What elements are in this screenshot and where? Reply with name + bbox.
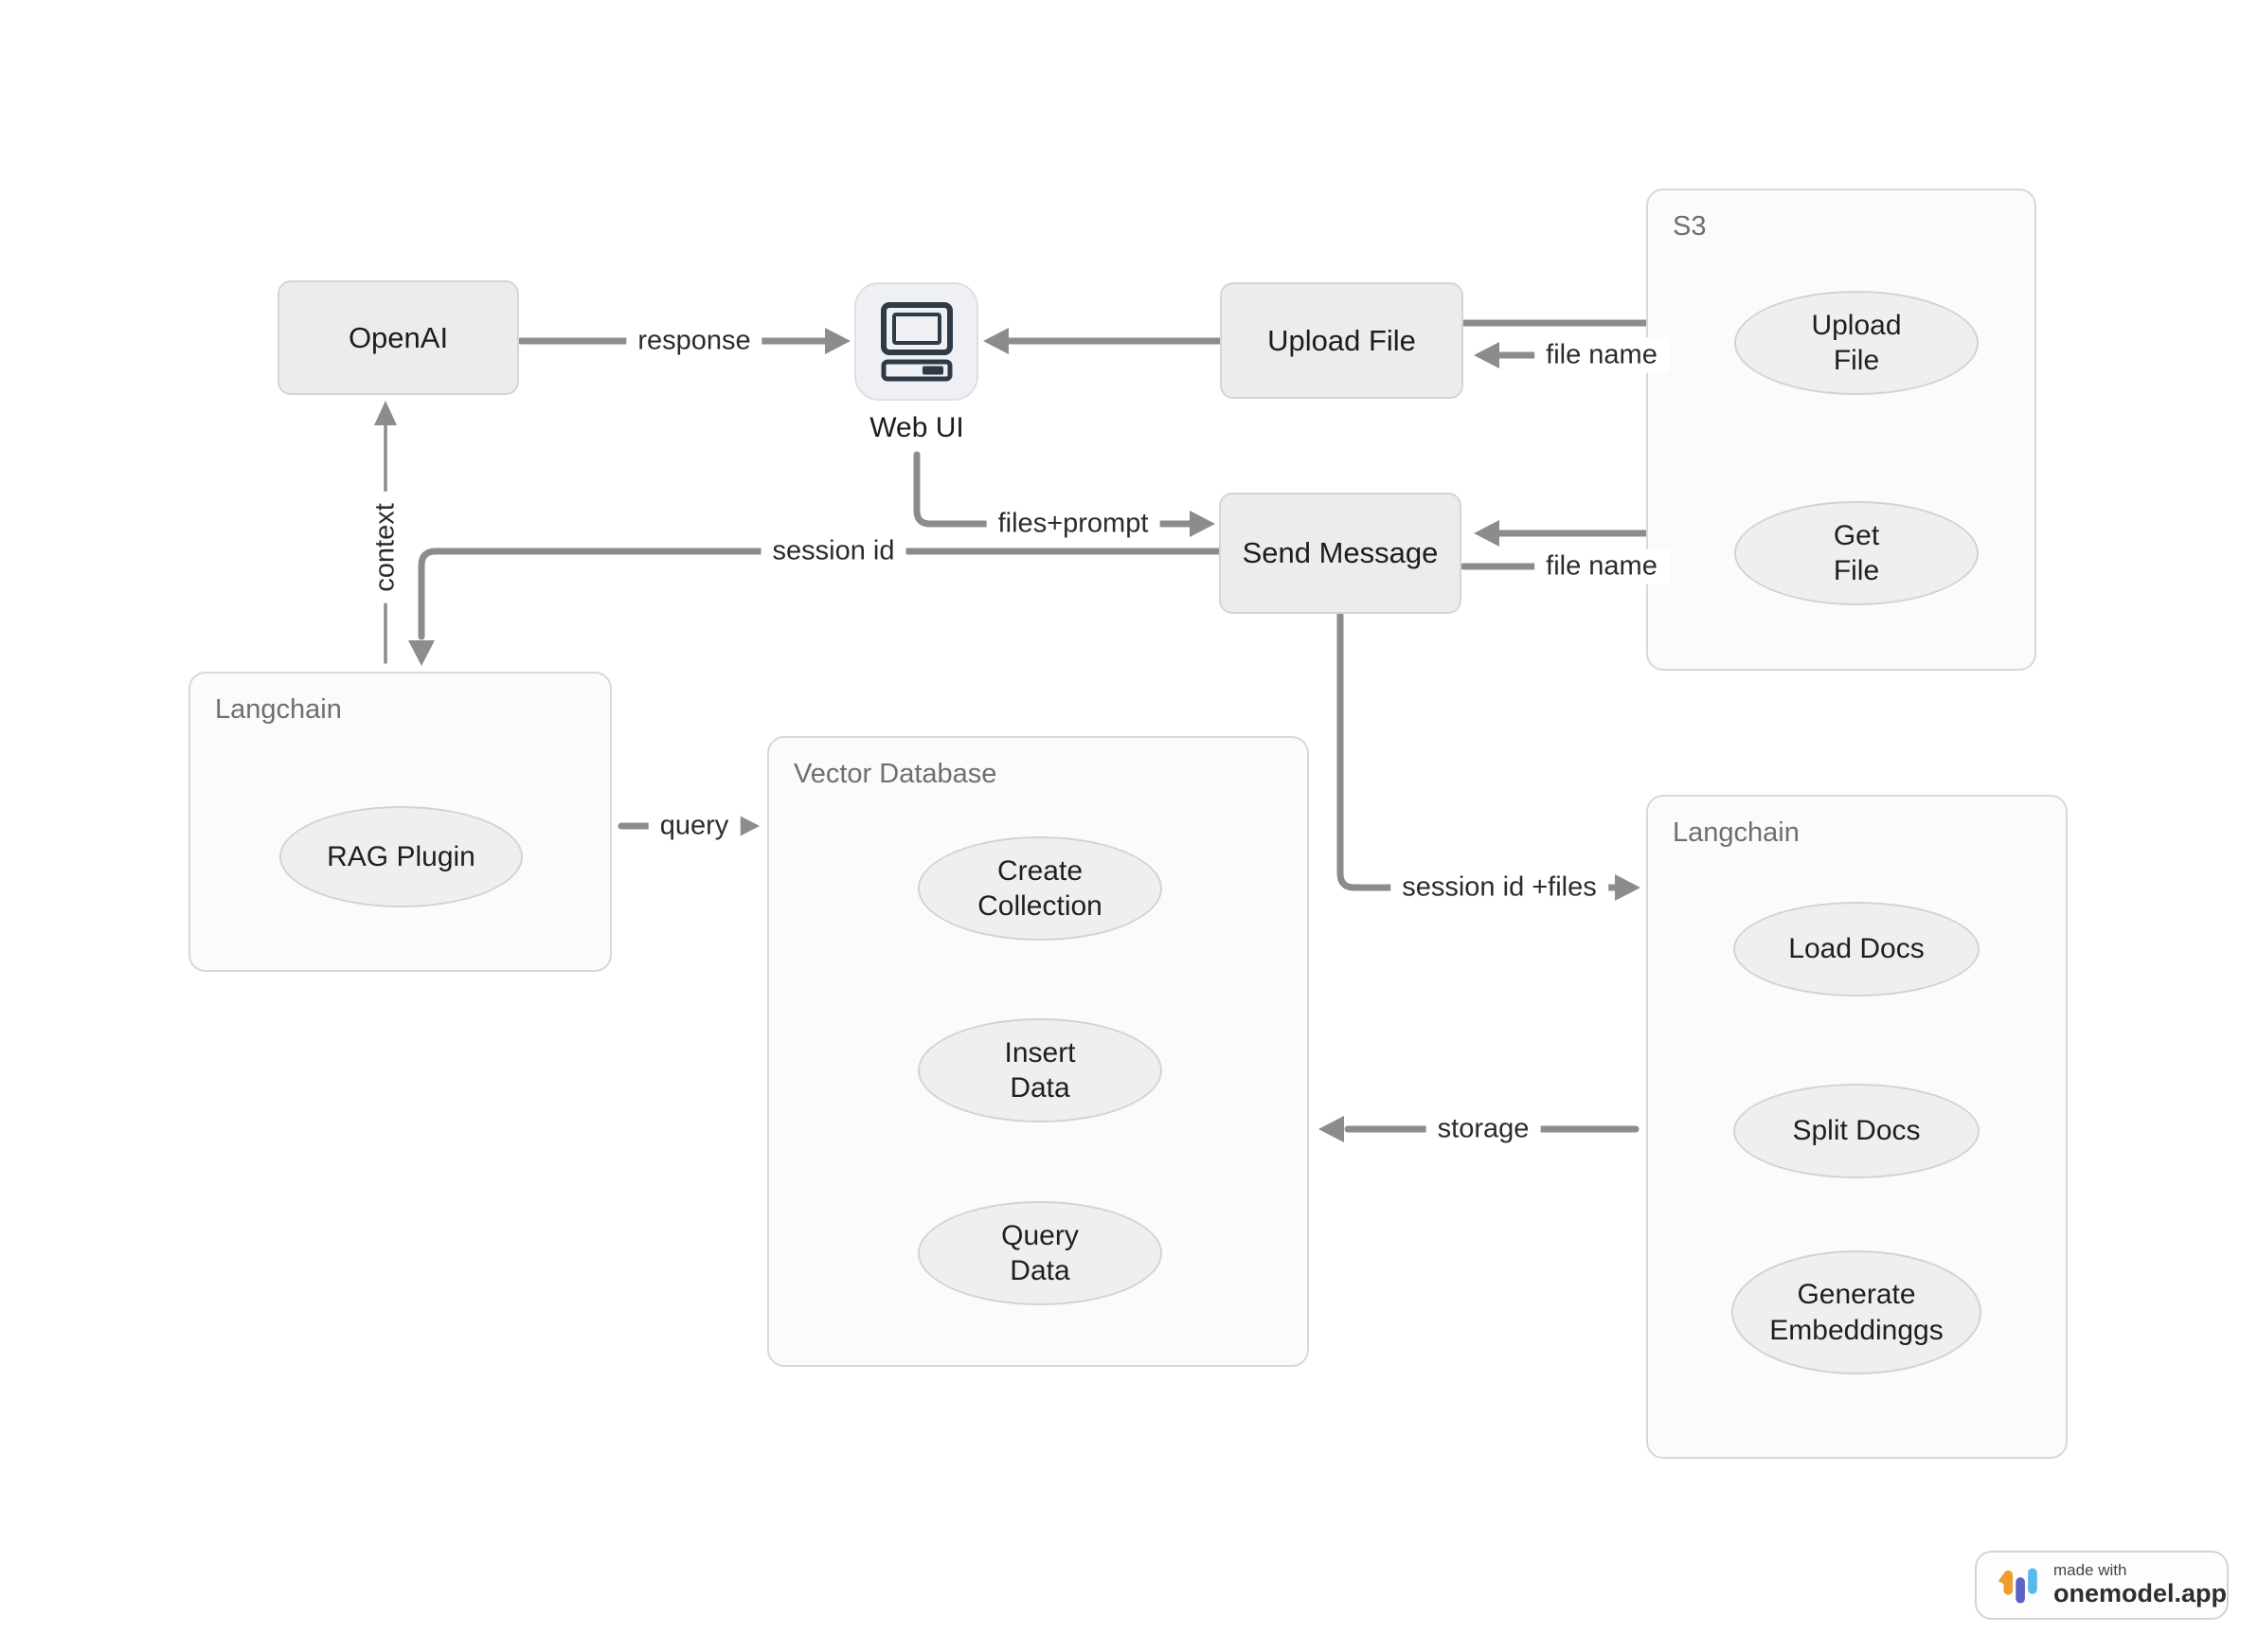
edge-label-files-prompt: files+prompt [986, 506, 1160, 542]
container-langchain-right-title: Langchain [1673, 817, 1800, 848]
edge-label-file-name-get: file name [1534, 548, 1669, 584]
ellipse-s3-upload-file: Upload File [1734, 291, 1979, 395]
arrowhead-storage [1318, 1116, 1344, 1142]
arrowhead-to-sendmessage [1474, 520, 1499, 547]
ellipse-rag-plugin-label: RAG Plugin [327, 840, 475, 872]
onemodel-badge[interactable]: made with onemodel.app [1975, 1551, 2229, 1620]
edge-label-session-id-files: session id +files [1390, 870, 1608, 906]
node-web-ui-label: Web UI [869, 412, 964, 443]
ellipse-s3-upload-file-label: Upload File [1811, 309, 1902, 377]
container-langchain-left: Langchain RAG Plugin [188, 672, 612, 972]
edge-label-response: response [626, 323, 762, 359]
node-send-message-label: Send Message [1242, 536, 1439, 569]
container-vector-database: Vector Database Create Collection Insert… [767, 736, 1309, 1367]
ellipse-query-data-label: Query Data [1001, 1219, 1079, 1287]
computer-icon [880, 301, 953, 381]
container-s3-title: S3 [1673, 211, 1707, 242]
arrowhead-files-prompt [1190, 511, 1215, 537]
ellipse-insert-data-label: Insert Data [1004, 1036, 1076, 1104]
onemodel-badge-text: made with onemodel.app [2053, 1562, 2227, 1607]
container-langchain-right: Langchain Load Docs Split Docs Generate … [1646, 795, 2068, 1459]
node-web-ui [854, 282, 978, 401]
ellipse-generate-embeddings: Generate Embeddinggs [1731, 1250, 1981, 1374]
ellipse-s3-get-file: Get File [1734, 501, 1979, 605]
edge-session-id-files [1336, 610, 1619, 891]
ellipse-split-docs-label: Split Docs [1792, 1115, 1921, 1147]
node-upload-file: Upload File [1220, 282, 1463, 399]
container-s3: S3 Upload File Get File [1646, 189, 2036, 671]
ellipse-create-collection: Create Collection [918, 836, 1162, 941]
ellipse-query-data: Query Data [918, 1201, 1162, 1305]
badge-brand-label: onemodel.app [2052, 1579, 2227, 1607]
arrowhead-to-webui [983, 328, 1009, 354]
node-send-message: Send Message [1219, 493, 1461, 614]
arrowhead-session-id-files [1615, 874, 1640, 901]
node-openai: OpenAI [278, 280, 519, 395]
arrowhead-session-id [408, 640, 435, 666]
ellipse-create-collection-label: Create Collection [977, 854, 1102, 923]
edge-label-session-id: session id [761, 533, 906, 569]
edge-label-storage: storage [1425, 1111, 1541, 1147]
ellipse-load-docs: Load Docs [1733, 902, 1980, 997]
ellipse-rag-plugin: RAG Plugin [279, 806, 523, 907]
ellipse-split-docs: Split Docs [1733, 1084, 1980, 1178]
arrowhead-response [825, 328, 851, 354]
arrowhead-context [374, 401, 397, 425]
node-openai-label: OpenAI [348, 320, 449, 354]
ellipse-insert-data: Insert Data [918, 1018, 1162, 1122]
badge-made-with-label: made with [2052, 1561, 2127, 1580]
edge-label-query: query [648, 808, 741, 844]
container-langchain-left-title: Langchain [215, 694, 342, 725]
edge-label-context: context [367, 492, 403, 603]
arrowhead-filename-top [1474, 342, 1499, 368]
ellipse-load-docs-label: Load Docs [1788, 933, 1925, 965]
container-vector-database-title: Vector Database [794, 759, 997, 789]
edge-label-file-name-upload: file name [1534, 337, 1669, 373]
ellipse-generate-embeddings-label: Generate Embeddinggs [1769, 1279, 1944, 1346]
onemodel-logo-icon [1998, 1568, 2037, 1603]
ellipse-s3-get-file-label: Get File [1833, 519, 1880, 587]
node-upload-file-label: Upload File [1267, 323, 1416, 357]
